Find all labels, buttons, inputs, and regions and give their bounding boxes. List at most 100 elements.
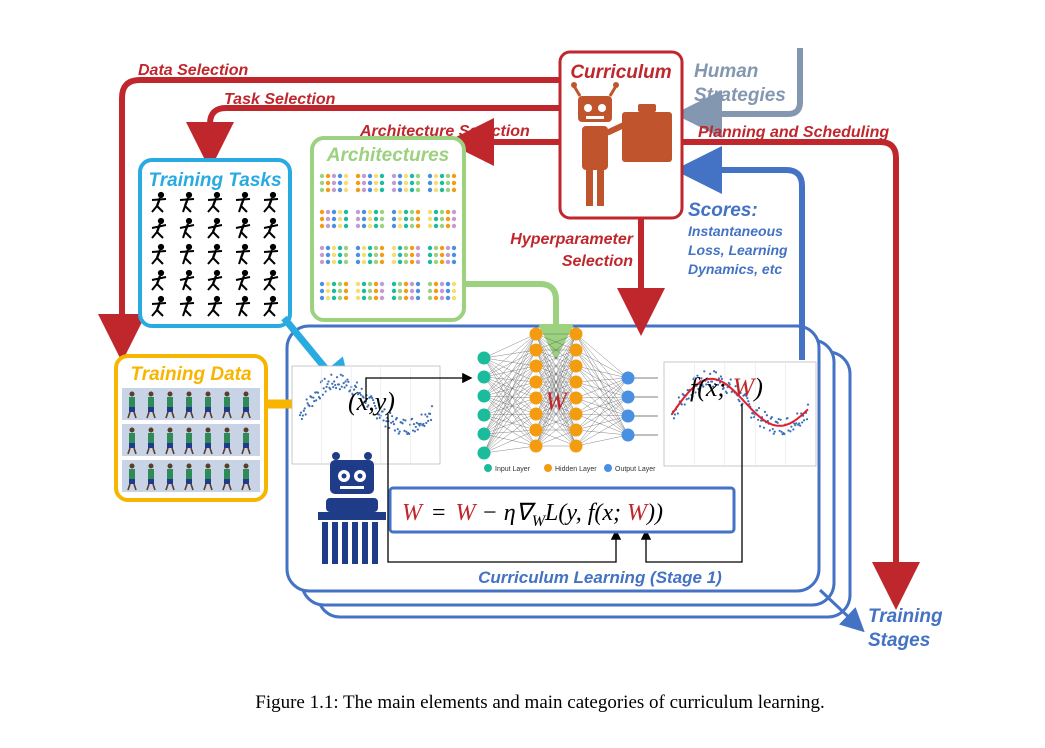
nn-node bbox=[621, 409, 635, 423]
scatter-point bbox=[763, 410, 767, 413]
architecture-node bbox=[403, 173, 409, 179]
scatter-point bbox=[392, 423, 396, 426]
nn-edge bbox=[483, 365, 537, 435]
scatter-point bbox=[371, 396, 374, 400]
nn-edge bbox=[575, 397, 629, 417]
architecture-node bbox=[439, 259, 445, 265]
scatter-point bbox=[772, 432, 775, 435]
nn-edge bbox=[483, 357, 537, 415]
scatter-point bbox=[326, 382, 329, 386]
architecture-node bbox=[325, 245, 331, 251]
scatter-point bbox=[759, 419, 763, 422]
nn-edge bbox=[483, 349, 537, 416]
scatter-point bbox=[752, 412, 755, 415]
architecture-node bbox=[379, 245, 385, 251]
scatter-point bbox=[673, 413, 677, 416]
scatter-point bbox=[768, 429, 771, 432]
architecture-node bbox=[439, 288, 445, 294]
architecture-node bbox=[373, 288, 379, 294]
nn-edge bbox=[575, 333, 629, 379]
scatter-point bbox=[324, 390, 327, 393]
architecture-node bbox=[361, 209, 367, 215]
architecture-node bbox=[343, 252, 349, 258]
architecture-node bbox=[355, 209, 361, 215]
scatter-point bbox=[805, 418, 809, 421]
scatter-point bbox=[738, 400, 741, 403]
sport-pictogram bbox=[235, 217, 251, 239]
scatter-point bbox=[330, 373, 333, 376]
scatter-point bbox=[729, 378, 732, 381]
architecture-node bbox=[445, 252, 451, 258]
nn-node bbox=[529, 407, 543, 421]
nn-edge bbox=[575, 396, 629, 431]
scatter-point bbox=[687, 397, 690, 400]
architecture-node bbox=[361, 245, 367, 251]
architecture-node bbox=[451, 180, 457, 186]
scatter-point bbox=[401, 422, 404, 425]
architecture-node bbox=[427, 252, 433, 258]
scatter-point bbox=[405, 430, 408, 433]
architecture-node bbox=[397, 216, 403, 222]
architecture-node bbox=[361, 223, 367, 229]
scatter-point bbox=[745, 394, 748, 398]
architecture-node bbox=[331, 295, 337, 301]
scatter-point bbox=[429, 412, 432, 415]
nn-node bbox=[477, 389, 491, 403]
nn-edge bbox=[535, 413, 577, 447]
scatter-point bbox=[792, 428, 795, 431]
scatter-point bbox=[739, 391, 742, 395]
scatter-point bbox=[359, 393, 362, 396]
nn-edge bbox=[575, 381, 629, 417]
scatter-point bbox=[776, 421, 779, 424]
architecture-node bbox=[367, 187, 373, 193]
scatter-point bbox=[418, 424, 421, 427]
scatter-point bbox=[374, 407, 378, 410]
scatter-point bbox=[799, 424, 802, 427]
scatter-point bbox=[696, 374, 699, 377]
architecture-node bbox=[451, 281, 457, 287]
fit-curve bbox=[671, 377, 809, 427]
architecture-node bbox=[319, 173, 325, 179]
training-tasks-box bbox=[138, 158, 292, 328]
scatter-point bbox=[415, 421, 418, 424]
architecture-node bbox=[409, 187, 415, 193]
update-eq-sign: = bbox=[432, 500, 446, 526]
scatter-point bbox=[685, 398, 688, 401]
architecture-node bbox=[415, 173, 421, 179]
nn-edge bbox=[483, 395, 537, 415]
scatter-point bbox=[416, 428, 419, 431]
nn-edge bbox=[483, 365, 537, 397]
architecture-node bbox=[445, 259, 451, 265]
scatter-point bbox=[332, 386, 335, 389]
architecture-node bbox=[355, 187, 361, 193]
architecture-node bbox=[427, 223, 433, 229]
scatter-point bbox=[683, 403, 686, 406]
nn-node bbox=[477, 446, 491, 460]
runner-figure bbox=[165, 391, 175, 419]
scatter-point bbox=[345, 384, 348, 387]
architecture-node bbox=[319, 216, 325, 222]
architecture-node bbox=[361, 281, 367, 287]
nn-edge bbox=[535, 365, 577, 447]
architecture-node bbox=[439, 180, 445, 186]
update-w3: W bbox=[627, 500, 649, 526]
update-equation: W=W − η∇WL(y, f(x; W)) bbox=[402, 500, 663, 530]
sport-pictogram bbox=[151, 217, 167, 239]
nn-edge bbox=[575, 396, 629, 415]
nn-edge bbox=[483, 333, 537, 416]
scatter-point bbox=[303, 407, 306, 410]
runner-figure bbox=[222, 391, 232, 419]
nn-edge bbox=[535, 333, 577, 351]
architecture-node bbox=[433, 288, 439, 294]
architecture-node bbox=[337, 223, 343, 229]
xy-label: (x,y) bbox=[348, 387, 395, 416]
scatter-point bbox=[408, 432, 411, 435]
nn-node bbox=[529, 423, 543, 437]
architecture-node bbox=[337, 187, 343, 193]
scatter-point bbox=[367, 404, 370, 407]
nn-edge bbox=[483, 365, 537, 454]
architecture-node bbox=[445, 216, 451, 222]
legend-input: Input Layer bbox=[495, 466, 531, 473]
runner-figure bbox=[127, 391, 137, 419]
y-to-loss-wire bbox=[387, 414, 622, 563]
